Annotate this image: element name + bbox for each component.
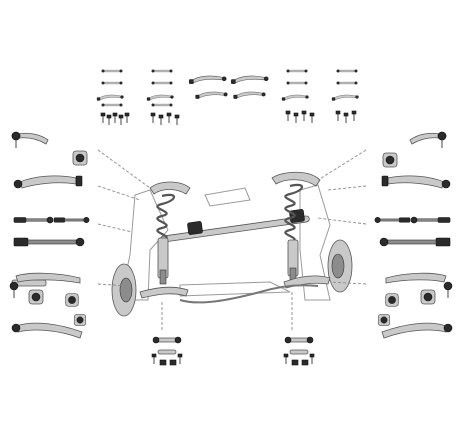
stabilizer-link-icon — [151, 336, 183, 366]
bushing-icon — [382, 152, 398, 168]
ball-joint-icon — [9, 279, 79, 307]
leader-lines — [97, 149, 367, 330]
left-upper-ball-joint-arm — [11, 131, 49, 149]
control-arm-icon — [96, 69, 124, 107]
right-tie-rod-assembly — [379, 237, 451, 247]
left-bottom-arms — [11, 272, 86, 339]
steering-rack — [160, 209, 310, 243]
right-coil-spring — [271, 171, 321, 244]
top-right-control-arm-kit — [281, 69, 315, 124]
coil-spring-icon — [149, 181, 191, 242]
top-center-left-control-arm-kit — [146, 69, 180, 126]
subframe-outline — [119, 189, 169, 301]
tie-rod-icon — [13, 216, 54, 224]
right-tie-rod-1 — [410, 216, 451, 224]
right-ball-joint-group — [385, 272, 453, 307]
shock-absorber-icon — [157, 237, 169, 285]
left-tie-rod-assembly — [13, 237, 85, 247]
bolt-kit-icon — [100, 112, 130, 126]
right-stabilizer-link — [283, 336, 315, 366]
brake-disc-icon — [111, 263, 137, 317]
right-upper-ball-joint-arm — [409, 131, 447, 149]
suspension-assembly — [111, 171, 353, 317]
top-far-right-control-arm-kit — [331, 69, 359, 124]
right-lower-ball-joint-arm — [381, 175, 451, 189]
right-brake-disc — [327, 239, 353, 293]
top-center-arms — [188, 75, 269, 99]
right-bottom-arms — [378, 314, 453, 339]
top-left-control-arm-kit — [96, 69, 130, 126]
left-lower-ball-joint-arm — [13, 175, 83, 189]
left-bushing-1 — [72, 150, 88, 166]
right-shock-absorber — [287, 239, 299, 283]
right-tie-rod-2 — [374, 217, 411, 223]
tie-rod-end-left-2 — [53, 217, 90, 223]
